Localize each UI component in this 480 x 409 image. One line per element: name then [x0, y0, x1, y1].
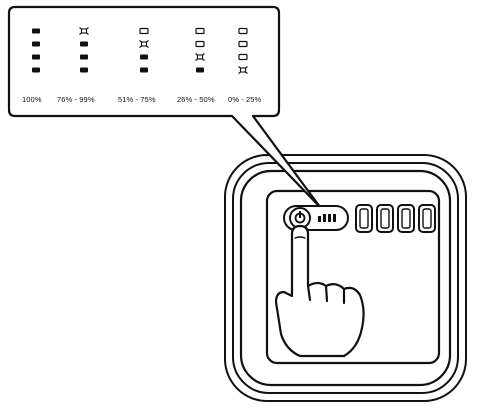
legend-label-51-75: 51% - 75%: [118, 95, 156, 104]
legend-label-26-50: 26% - 50%: [177, 95, 215, 104]
legend-led-blink: [195, 53, 205, 61]
legend-led-solid: [32, 67, 40, 73]
device-outline-middle: [232, 162, 459, 394]
device-panel: [265, 189, 441, 365]
usb-port: [376, 204, 394, 233]
hand-pressing-icon: [274, 224, 365, 358]
indicator-led: [328, 214, 331, 222]
legend-led-off: [238, 53, 248, 61]
legend-led-blink: [79, 27, 89, 35]
legend-led-solid: [80, 54, 88, 60]
usb-ports: [355, 204, 436, 233]
indicator-led: [323, 214, 326, 222]
legend-led-solid: [32, 41, 40, 47]
legend-led-blink: [238, 66, 248, 74]
legend-led-blink: [139, 40, 149, 48]
legend-label-76-99: 76% - 99%: [57, 95, 95, 104]
legend-led-grid: [32, 27, 248, 74]
device-outline-inner: [239, 169, 452, 387]
usb-port: [418, 204, 436, 233]
legend-led-solid: [80, 41, 88, 47]
legend-led-off: [238, 27, 248, 35]
power-button-icon: [294, 211, 306, 224]
legend-led-solid: [32, 28, 40, 34]
legend-led-off: [195, 27, 205, 35]
legend-led-solid: [140, 54, 148, 60]
indicator-led: [333, 214, 336, 222]
legend-led-off: [238, 40, 248, 48]
legend-label-0-25: 0% - 25%: [228, 95, 262, 104]
usb-port: [397, 204, 415, 233]
power-bank-device: [224, 154, 467, 402]
indicator-led: [318, 216, 321, 222]
legend-led-off: [195, 40, 205, 48]
legend-callout-bubble: [7, 5, 322, 209]
battery-indicator-leds: [318, 214, 336, 222]
device-outline-outer: [224, 154, 467, 402]
legend-led-solid: [140, 67, 148, 73]
power-button-strip: [283, 205, 349, 231]
usb-port: [355, 204, 373, 233]
legend-led-solid: [196, 67, 204, 73]
legend-label-100: 100%: [22, 95, 42, 104]
legend-led-off: [139, 27, 149, 35]
legend-led-solid: [80, 67, 88, 73]
legend-led-solid: [32, 54, 40, 60]
